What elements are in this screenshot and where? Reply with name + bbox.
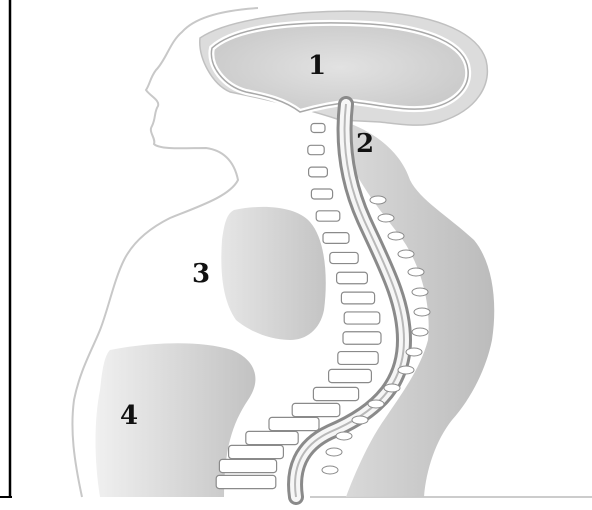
spinous-process [414, 308, 430, 316]
spinous-process [326, 448, 342, 456]
thoracic-cavity [221, 207, 325, 340]
spinous-process [378, 214, 394, 222]
label-1: 1 [308, 51, 326, 81]
spinous-process [322, 466, 338, 474]
spinous-process [398, 250, 414, 258]
spinous-process [412, 288, 428, 296]
label-3: 3 [192, 259, 210, 289]
vertebra [219, 459, 276, 472]
spinous-process [412, 328, 428, 336]
spinous-process [336, 432, 352, 440]
vertebra [311, 124, 325, 133]
vertebra [292, 403, 340, 416]
spinous-process [384, 384, 400, 392]
vertebra [308, 145, 324, 154]
spinous-process [408, 268, 424, 276]
vertebra [343, 332, 381, 345]
spinous-process [368, 400, 384, 408]
vertebra [313, 387, 358, 400]
spinous-process [352, 416, 368, 424]
vertebra [341, 292, 374, 304]
spinous-process [388, 232, 404, 240]
label-4: 4 [120, 401, 138, 431]
vertebra [309, 167, 328, 177]
vertebra [329, 369, 372, 382]
vertebra [323, 233, 349, 244]
vertebra [330, 252, 358, 263]
spinous-process [398, 366, 414, 374]
vertebra [269, 417, 319, 430]
vertebra [311, 189, 332, 199]
spinous-process [406, 348, 422, 356]
vertebra [344, 312, 380, 324]
spinous-process [370, 196, 386, 204]
brain [211, 23, 468, 112]
vertebra [337, 272, 368, 283]
vertebra [216, 475, 276, 488]
label-2: 2 [356, 129, 374, 159]
vertebra [246, 431, 298, 444]
vertebra [316, 211, 340, 221]
vertebra [229, 445, 284, 458]
vertebra [338, 352, 378, 365]
